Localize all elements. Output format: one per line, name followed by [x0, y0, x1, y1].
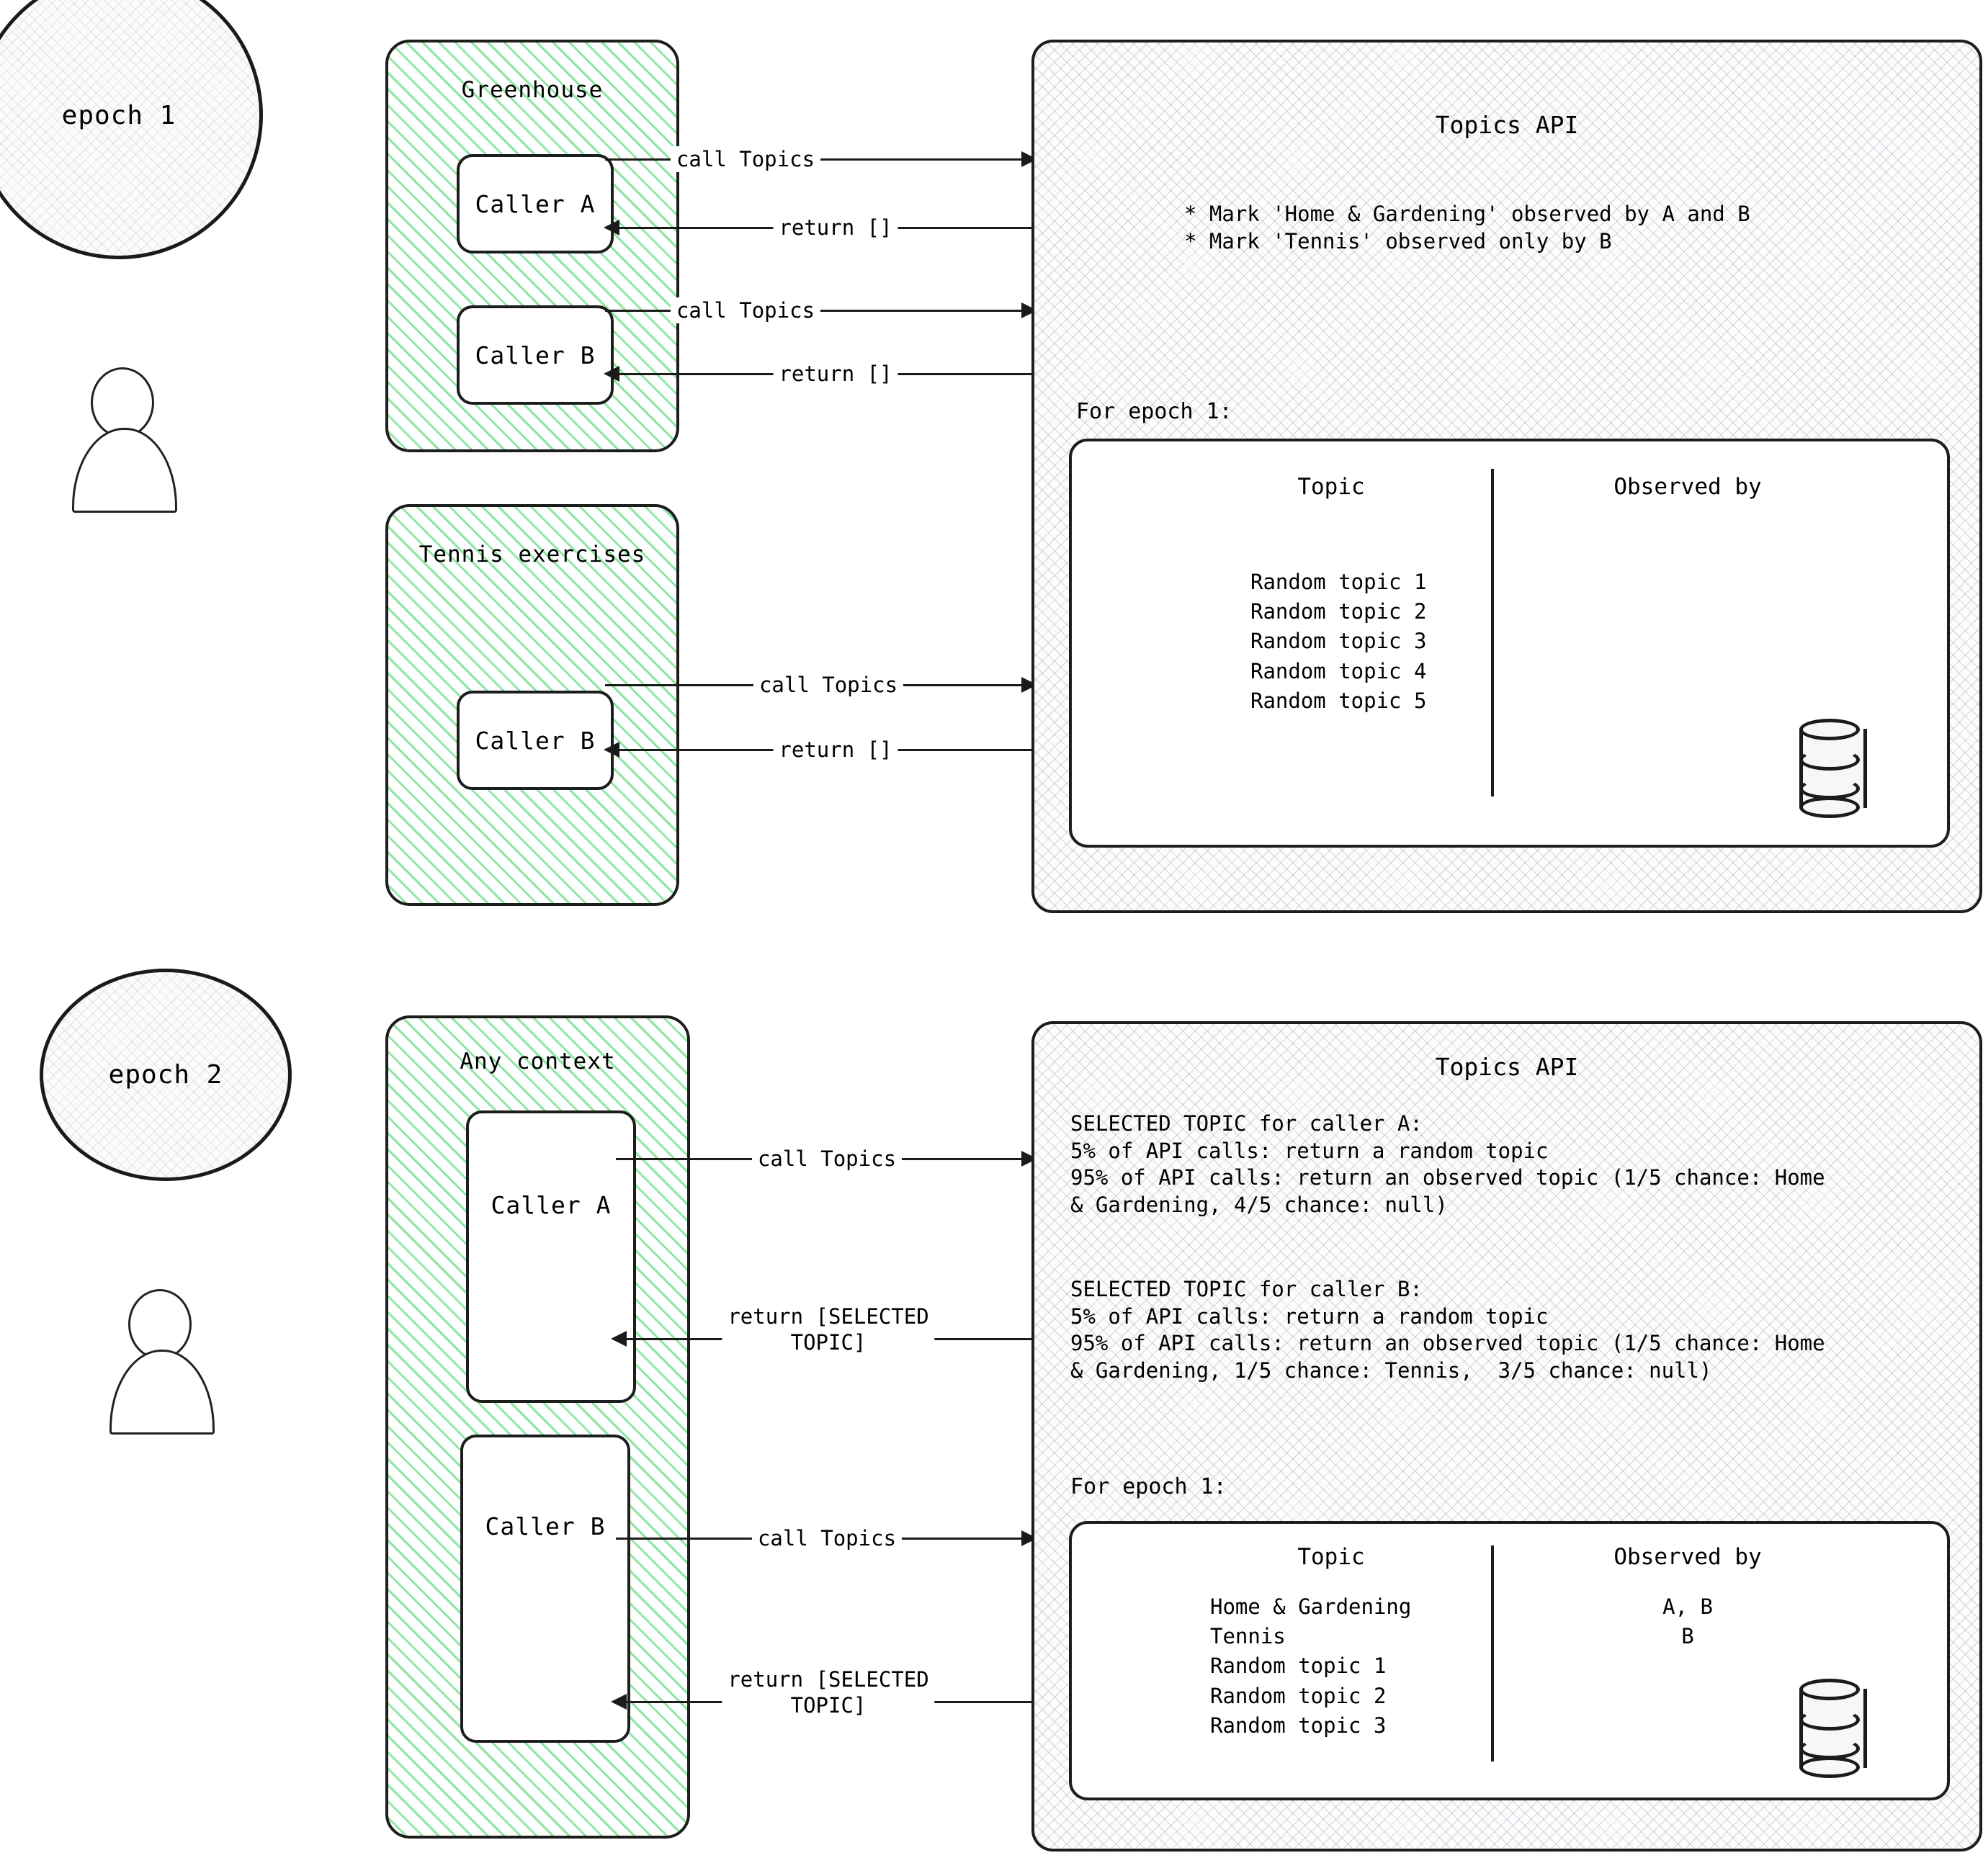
db-band-2b: [1799, 1738, 1860, 1759]
any-context-container: Any context Caller A Caller B: [385, 1015, 690, 1839]
db-bottom: [1799, 796, 1860, 818]
arrow-label-return-tennis: return []: [773, 737, 898, 763]
arrow-label-call-topics-a2: call Topics: [751, 1146, 903, 1172]
caller-b-tennis[interactable]: Caller B: [457, 691, 614, 790]
any-context-title: Any context: [460, 1049, 616, 1074]
db-band-1: [1799, 749, 1860, 771]
arrow-label-return-b2: return [SELECTED TOPIC]: [722, 1666, 935, 1719]
arrow-label-return-b1: return []: [773, 361, 898, 387]
caller-a-greenhouse-label: Caller A: [475, 189, 596, 218]
db-top: [1799, 719, 1860, 740]
caller-b-greenhouse[interactable]: Caller B: [457, 305, 614, 405]
table-topic-column-2: Home & Gardening Tennis Random topic 1 R…: [1210, 1594, 1412, 1738]
topics-table-card-epoch-1: Topic Observed by Random topic 1 Random …: [1069, 439, 1950, 848]
arrow-label-call-topics-b1: call Topics: [670, 297, 821, 324]
arrow-line-call-topics-a1: [605, 158, 1037, 161]
avatar-body-icon: [72, 428, 177, 513]
avatar-body-icon-2: [109, 1350, 215, 1435]
arrow-label-call-topics-tennis: call Topics: [753, 672, 904, 699]
caller-a-any-context-label: Caller A: [491, 1191, 612, 1219]
user-avatar-epoch-2: [109, 1289, 218, 1444]
epoch-1-bubble: epoch 1: [0, 0, 263, 259]
epoch-2-label: epoch 2: [108, 1060, 223, 1090]
topics-api-panel-epoch-1: Topics API * Mark 'Home & Gardening' obs…: [1031, 40, 1982, 913]
epoch-1-label: epoch 1: [61, 100, 176, 130]
arrow-label-call-topics-a1: call Topics: [670, 146, 821, 173]
table-column-divider-1: [1491, 469, 1494, 796]
caller-b-any-context-label: Caller B: [485, 1512, 606, 1540]
topics-api-caller-a-block: SELECTED TOPIC for caller A: 5% of API c…: [1070, 1111, 1825, 1218]
table-header-observed-by-1: Observed by: [1613, 474, 1762, 500]
topics-api-epoch-note-1: For epoch 1:: [1076, 399, 1232, 424]
arrow-label-return-a2: return [SELECTED TOPIC]: [722, 1303, 935, 1356]
arrow-line-call-topics-b1: [605, 310, 1037, 312]
topics-api-caller-b-block: SELECTED TOPIC for caller B: 5% of API c…: [1070, 1277, 1825, 1383]
topics-api-epoch-note-2: For epoch 1:: [1070, 1474, 1227, 1499]
topics-api-panel-epoch-2: Topics API SELECTED TOPIC for caller A: …: [1031, 1021, 1982, 1852]
arrow-label-return-a1: return []: [773, 215, 898, 241]
arrow-head-return-a2: [611, 1331, 627, 1347]
caller-b-any-context[interactable]: Caller B: [460, 1435, 630, 1743]
avatar-head-icon: [91, 367, 154, 438]
tennis-exercises-context: Tennis exercises Caller B: [385, 504, 679, 906]
arrow-head-return-a1: [604, 220, 619, 235]
greenhouse-title: Greenhouse: [461, 77, 604, 103]
table-header-observed-by-2: Observed by: [1613, 1544, 1762, 1570]
table-column-divider-2: [1491, 1545, 1494, 1761]
topics-table-card-epoch-2: Topic Observed by Home & Gardening Tenni…: [1069, 1521, 1950, 1800]
arrow-label-call-topics-b2: call Topics: [751, 1525, 903, 1552]
arrow-head-return-b1: [604, 366, 619, 382]
caller-a-any-context[interactable]: Caller A: [466, 1110, 636, 1403]
arrow-head-return-tennis: [604, 742, 619, 758]
table-topic-column-1: Random topic 1 Random topic 2 Random top…: [1250, 570, 1427, 713]
table-header-topic-1: Topic: [1297, 474, 1365, 500]
arrow-head-return-b2: [611, 1694, 627, 1710]
epoch-2-bubble: epoch 2: [40, 969, 292, 1181]
caller-a-greenhouse[interactable]: Caller A: [457, 154, 614, 253]
caller-b-greenhouse-label: Caller B: [475, 341, 596, 369]
table-header-topic-2: Topic: [1297, 1544, 1365, 1570]
topics-api-bullets-epoch-1: * Mark 'Home & Gardening' observed by A …: [1184, 202, 1750, 253]
table-observed-column-2: A, B B: [1662, 1594, 1713, 1649]
topics-api-title-epoch-2: Topics API: [1435, 1053, 1579, 1081]
greenhouse-context: Greenhouse Caller A Caller B: [385, 40, 679, 452]
topics-api-title-epoch-1: Topics API: [1435, 111, 1579, 139]
caller-b-tennis-label: Caller B: [475, 726, 596, 755]
db-band-2: [1799, 778, 1860, 799]
db-top-2: [1799, 1679, 1860, 1700]
user-avatar-epoch-1: [72, 367, 180, 522]
tennis-exercises-title: Tennis exercises: [418, 542, 646, 567]
db-bottom-2: [1799, 1756, 1860, 1778]
db-band-1b: [1799, 1709, 1860, 1731]
